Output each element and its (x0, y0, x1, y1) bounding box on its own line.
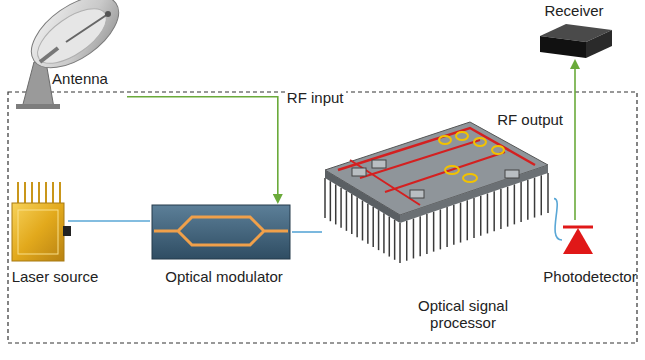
laser-package (12, 182, 71, 261)
component-label: Photodetector (543, 268, 636, 285)
component-node: Photodetector (560, 222, 594, 258)
fin-stroke (514, 184, 516, 224)
fin-stroke (324, 178, 326, 218)
fin-stroke (527, 180, 529, 220)
fin-stroke (330, 181, 332, 221)
fin-stroke (541, 175, 543, 215)
component-label: Laser source (12, 268, 99, 285)
fin-stroke (520, 182, 522, 222)
fin-stroke (446, 207, 448, 247)
fin-stroke (500, 189, 502, 229)
component-node: Laser source (10, 178, 68, 264)
optical-fiber (554, 199, 562, 240)
fin-stroke (460, 203, 462, 243)
fin-stroke (372, 207, 374, 247)
fin-stroke (413, 218, 415, 258)
fin-stroke (547, 173, 549, 213)
fin-stroke (453, 205, 455, 245)
component-label: Optical modulator (165, 268, 283, 285)
receiver-box (540, 24, 612, 58)
fin-stroke (487, 193, 489, 233)
component-node: Optical signal processor (322, 118, 554, 273)
photodiode-symbol (563, 227, 593, 254)
fin-stroke (335, 184, 337, 224)
fin-stroke (480, 196, 482, 236)
rf-signal-arrow (127, 97, 278, 202)
fin-stroke (383, 213, 385, 253)
processor-chip (325, 122, 548, 263)
fin-stroke (399, 223, 401, 263)
component-label: Optical signal processor (401, 297, 525, 331)
antenna-dish (16, 0, 131, 109)
fin-stroke (406, 221, 408, 261)
fin-stroke (351, 194, 353, 234)
component-label: Receiver (544, 2, 603, 19)
fin-stroke (433, 212, 435, 252)
fin-stroke (356, 197, 358, 237)
rf-signal-arrow (574, 61, 576, 220)
fin-stroke (493, 191, 495, 231)
optical-fiber (68, 220, 150, 222)
fin-stroke (340, 188, 342, 228)
fin-stroke (473, 198, 475, 238)
fin-stroke (426, 214, 428, 254)
fin-stroke (362, 201, 364, 241)
edge-label: RF output (495, 111, 565, 128)
component-label: Antenna (52, 70, 108, 87)
fin-stroke (394, 220, 396, 260)
fin-stroke (507, 187, 509, 227)
fin-stroke (440, 209, 442, 249)
component-node: Antenna (15, 0, 127, 110)
optical-fiber (292, 231, 322, 233)
fin-stroke (389, 217, 391, 257)
modulator-chip (152, 205, 290, 259)
system-boundary (8, 92, 637, 343)
fin-stroke (419, 216, 421, 256)
component-node: Receiver (532, 22, 614, 60)
fin-stroke (534, 178, 536, 218)
fin-stroke (367, 204, 369, 244)
fin-stroke (346, 191, 348, 231)
component-node: Optical modulator (150, 203, 292, 261)
fin-stroke (378, 210, 380, 250)
fin-stroke (467, 200, 469, 240)
edge-label: RF input (285, 89, 346, 106)
